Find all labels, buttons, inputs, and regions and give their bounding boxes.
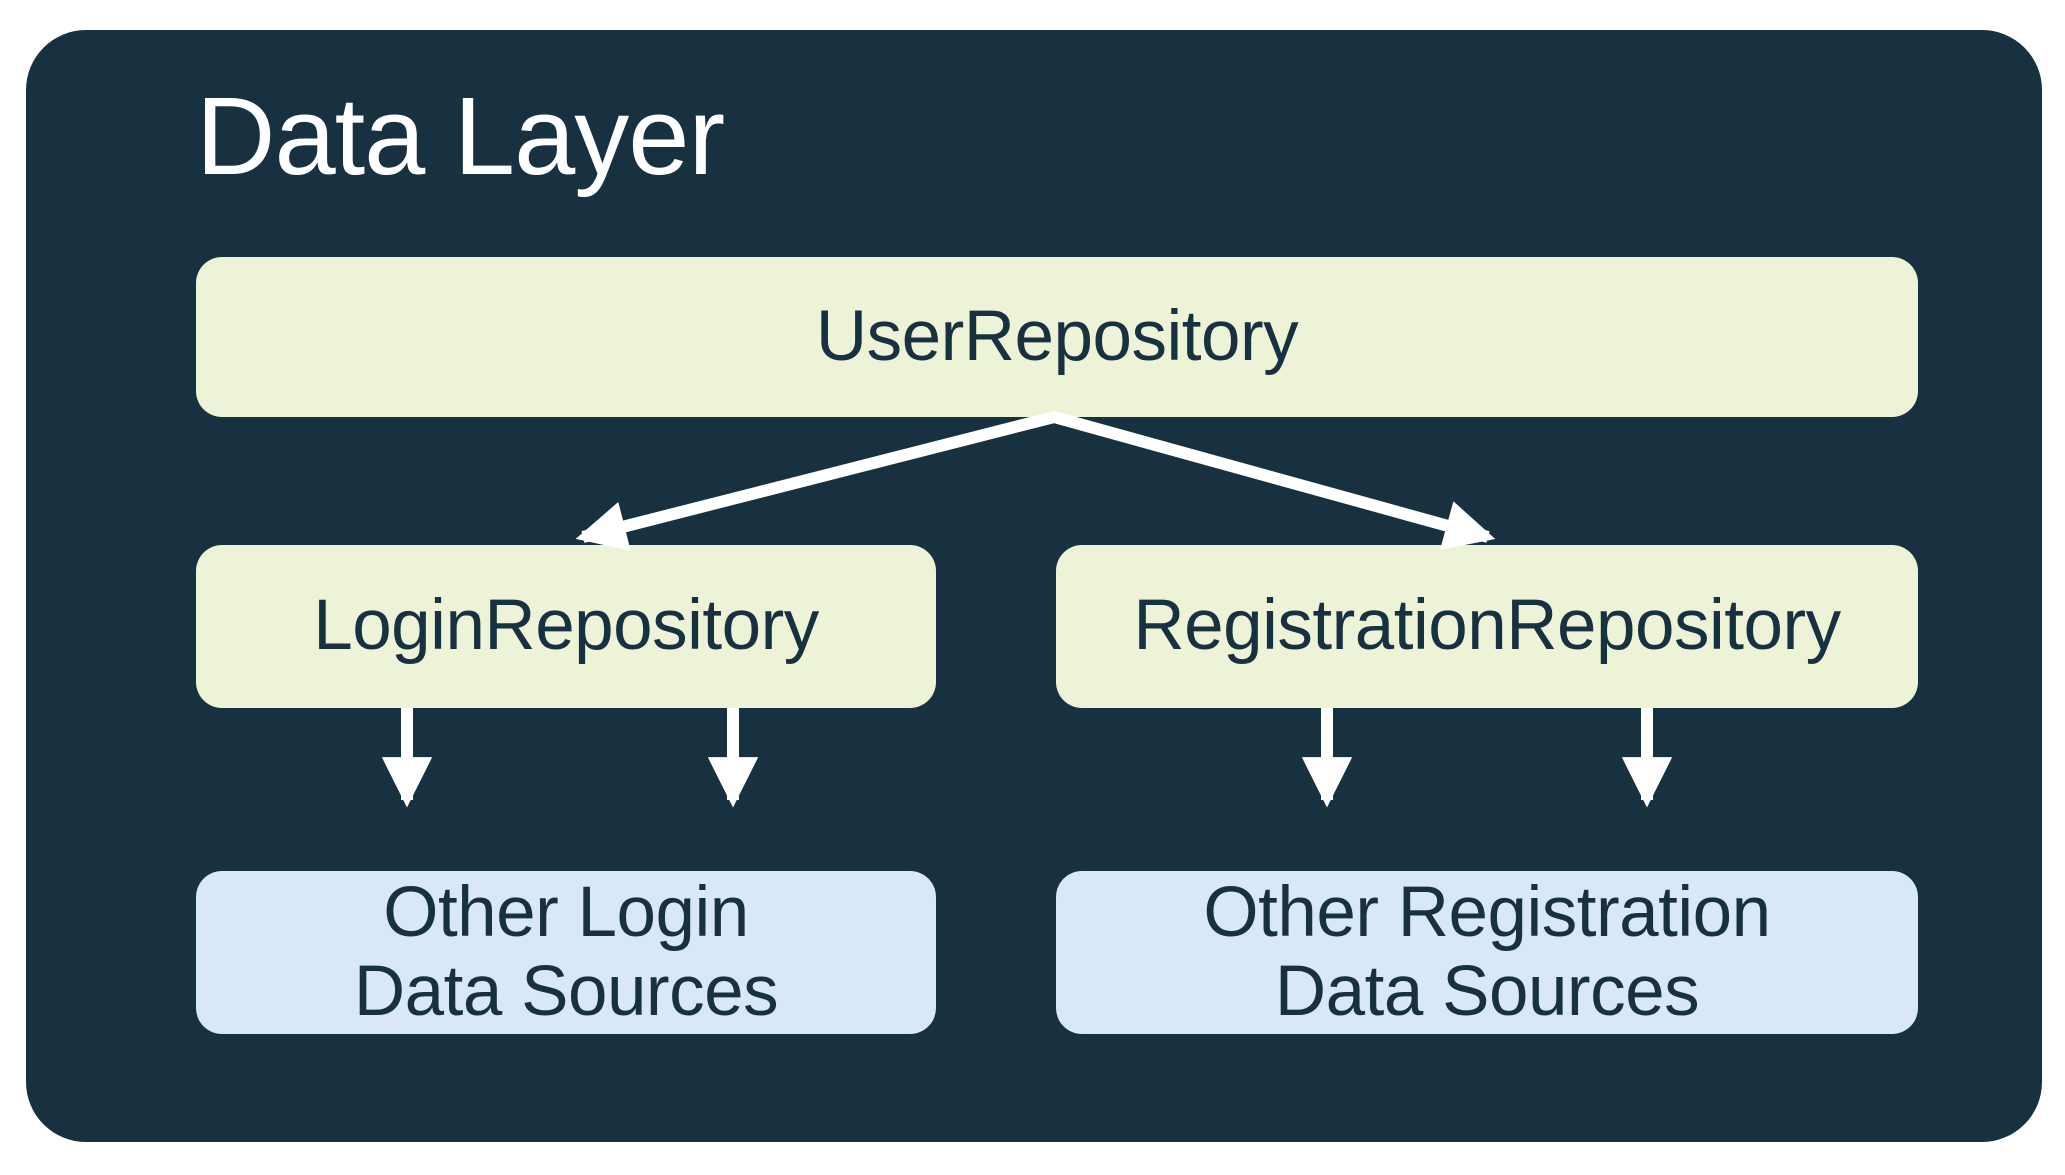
node-other-registration-data-sources: Other Registration Data Sources [1056,871,1918,1034]
node-other-login-line2: Data Sources [353,951,779,1031]
diagram-title: Data Layer [196,75,725,198]
node-registration-repository: RegistrationRepository [1056,545,1918,708]
node-other-registration-line1: Other Registration [1203,873,1771,953]
node-login-repository: LoginRepository [196,545,936,708]
node-user-repository-label: UserRepository [815,296,1299,376]
node-other-login-line1: Other Login [383,873,749,953]
node-other-registration-line2: Data Sources [1274,951,1700,1031]
node-login-repository-label: LoginRepository [313,586,819,666]
node-registration-repository-label: RegistrationRepository [1133,586,1841,666]
node-user-repository: UserRepository [196,257,1918,417]
node-other-login-data-sources: Other Login Data Sources [196,871,936,1034]
